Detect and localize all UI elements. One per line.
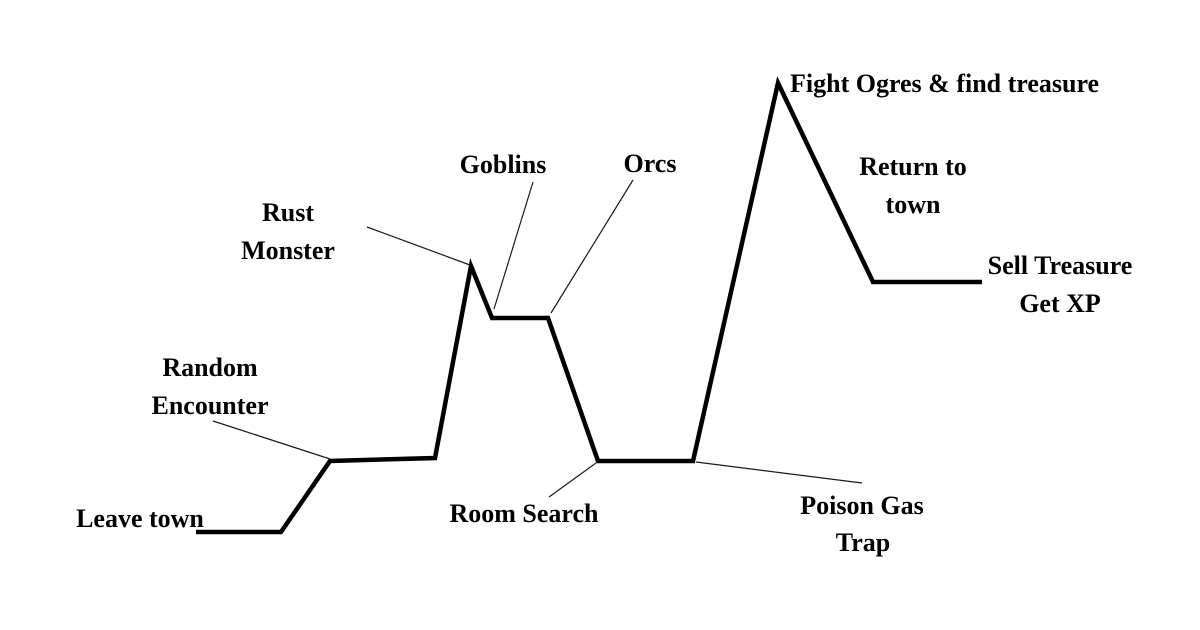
rust-monster-label-line-1: Rust [262,198,314,227]
rust-monster-pointer-line [366,226,471,266]
return-to-town-label-line-2: town [886,190,941,219]
room-search-label: Room Search [449,499,599,528]
annotation-pointers [212,179,863,498]
poison-gas-trap-label-line-1: Poison Gas [800,491,924,520]
tension-line [196,76,982,535]
sell-treasure-label-line-2: Get XP [1019,289,1101,318]
random-encounter-pointer-line [212,420,331,460]
random-encounter-label-line-1: Random [162,353,258,382]
fight-ogres-label: Fight Ogres & find treasure [790,69,1099,98]
sell-treasure-label-line-1: Sell Treasure [988,251,1133,280]
tension-line-group [196,76,982,535]
orcs-label: Orcs [624,149,677,178]
return-to-town-label-line-1: Return to [859,152,967,181]
goblins-label: Goblins [460,150,547,179]
room-search-pointer-line [548,462,597,498]
random-encounter-label-line-2: Encounter [152,391,269,420]
orcs-pointer-line [550,179,634,314]
poison-gas-trap-pointer-line [695,461,863,484]
goblins-pointer-line [493,181,534,310]
leave-town-label: Leave town [76,504,204,533]
poison-gas-trap-label-line-2: Trap [836,528,890,557]
rust-monster-label-line-2: Monster [241,236,335,265]
